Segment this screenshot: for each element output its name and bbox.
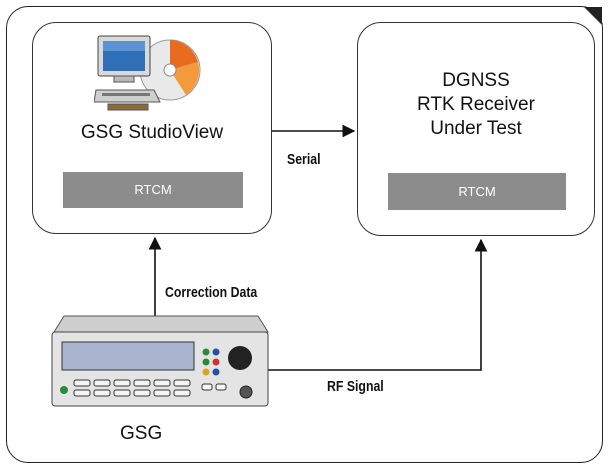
receiver-rtcm-bar: RTCM: [388, 173, 566, 210]
studioview-title: GSG StudioView: [80, 122, 224, 143]
gsg-label: GSG: [120, 423, 163, 444]
receiver-title-line2: RTK Receiver: [417, 94, 535, 115]
folded-corner: [584, 7, 602, 25]
receiver-box: DGNSS RTK Receiver Under Test RTCM: [357, 22, 595, 236]
serial-label: Serial: [287, 151, 321, 168]
receiver-title-line3: Under Test: [430, 118, 522, 139]
receiver-title-line1: DGNSS: [442, 70, 510, 91]
rf-arrow: [258, 238, 488, 371]
computer-cd-icon: [94, 35, 201, 111]
studioview-rtcm-bar: RTCM: [63, 172, 243, 208]
gsg-device-icon: [51, 315, 269, 407]
receiver-title: DGNSS RTK Receiver Under Test: [358, 69, 594, 141]
correction-data-label: Correction Data: [165, 284, 258, 301]
rf-signal-label: RF Signal: [327, 378, 384, 395]
